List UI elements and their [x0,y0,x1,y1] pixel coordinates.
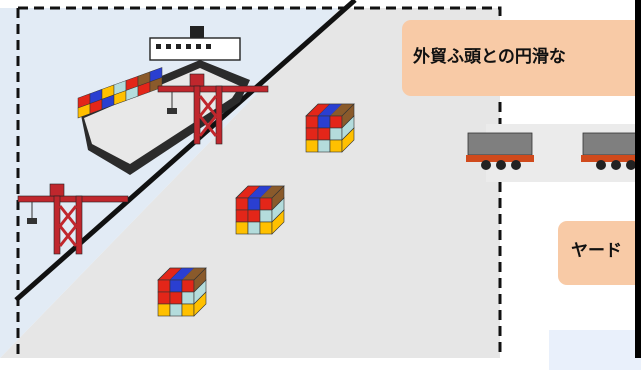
truck-trailer-icon-1 [466,132,534,170]
callout-yard: ヤード [558,221,641,285]
terminal-area [0,8,500,358]
quay-line [14,0,357,302]
callout-smooth-connection: 外貿ふ頭との円滑な [402,20,641,96]
info-panel [549,330,641,370]
container-stack-icon-3 [157,267,207,317]
container-stack-icon-2 [235,185,285,235]
vertical-divider [635,0,641,358]
truck-trailer-icon-2 [581,132,641,170]
container-stack-icon-1 [305,103,355,153]
port-diagram [0,0,641,358]
